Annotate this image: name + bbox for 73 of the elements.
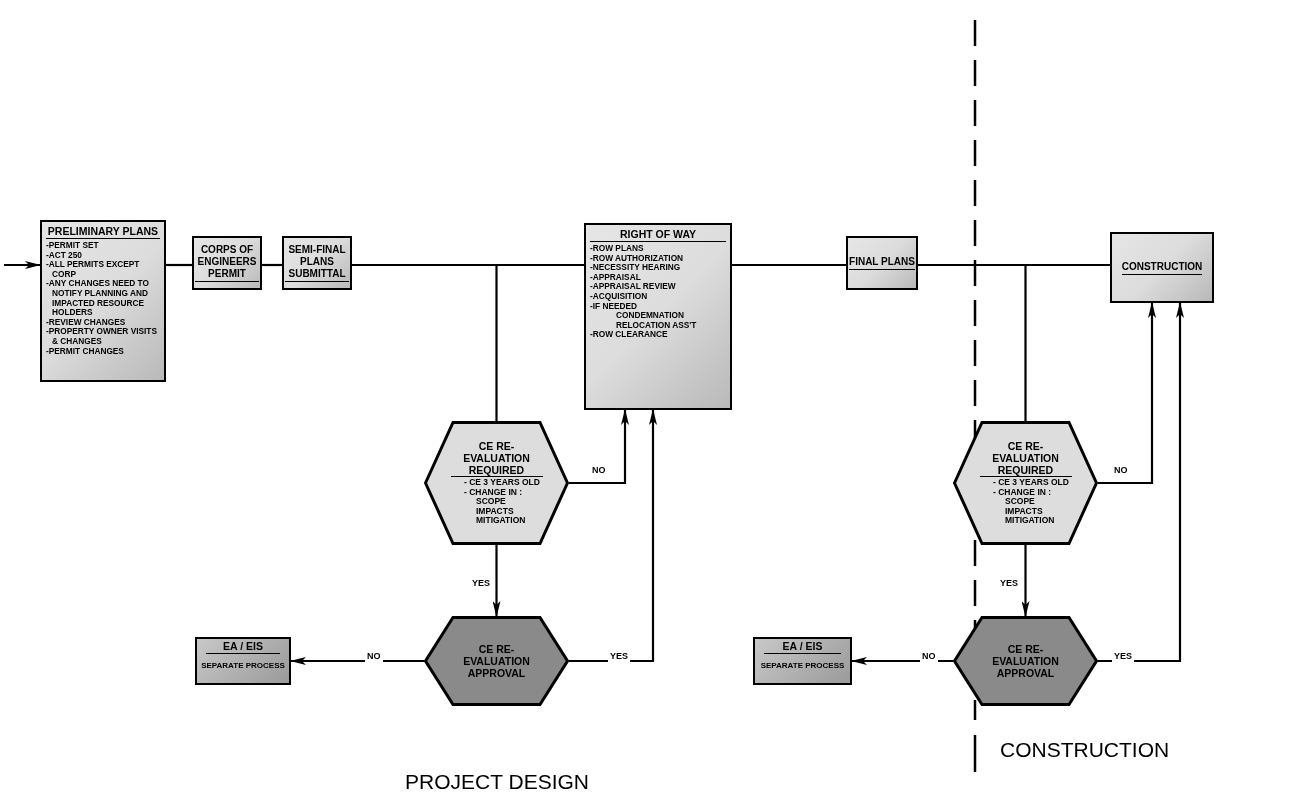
box-heading: RIGHT OF WAY xyxy=(590,228,726,242)
arrow xyxy=(1098,302,1156,485)
condition-item: - CE 3 YEARS OLD xyxy=(993,478,1069,488)
condition-item: - CHANGE IN : xyxy=(993,487,1052,498)
condition-item: SCOPE xyxy=(476,497,506,507)
section-label: PROJECT DESIGN xyxy=(405,770,589,794)
connector-line xyxy=(262,263,282,267)
list-item: -APPRAISAL REVIEW xyxy=(590,282,677,292)
list-item: -PERMIT SET xyxy=(46,241,100,251)
arrow xyxy=(1098,302,1184,663)
list-item: -IF NEEDED xyxy=(590,301,638,312)
edge-label: YES xyxy=(1112,651,1134,662)
decision-title: CE RE-EVALUATION REQUIRED xyxy=(450,440,543,477)
list-item: -ANY CHANGES NEED TO NOTIFY PLANNING AND IMPACTED RESOURCE HOLDERS xyxy=(46,279,150,318)
arrow xyxy=(1021,545,1030,617)
arrow xyxy=(290,657,424,665)
condition-item: - CE 3 YEARS OLD xyxy=(464,478,540,488)
box-title: SEMI-FINAL PLANS SUBMITTAL xyxy=(285,244,349,282)
arrow xyxy=(492,545,501,617)
section-label: CONSTRUCTION xyxy=(1000,738,1170,762)
edge-label: NO xyxy=(1112,465,1130,476)
condition-item: MITIGATION xyxy=(476,516,526,526)
edge-label: YES xyxy=(998,578,1020,589)
process-box xyxy=(753,637,852,685)
list-item: -ALL PERMITS EXCEPT CORP xyxy=(46,260,141,280)
list-item: -REVIEW CHANGES xyxy=(46,317,127,328)
edge-label: NO xyxy=(590,465,608,476)
arrow xyxy=(569,409,629,485)
list-item: -ROW AUTHORIZATION xyxy=(590,253,685,264)
arrow xyxy=(851,657,953,665)
process-box xyxy=(846,236,918,290)
list-item: -ROW PLANS xyxy=(590,244,645,254)
box-subtitle: SEPARATE PROCESS xyxy=(200,659,286,672)
connector-line xyxy=(166,263,192,267)
list-item: -ACT 250 xyxy=(46,250,83,261)
list-item: -PERMIT CHANGES xyxy=(46,346,125,357)
list-item: -PROPERTY OWNER VISITS & CHANGES xyxy=(46,327,158,347)
box-title: FINAL PLANS xyxy=(849,256,915,270)
process-box xyxy=(195,637,291,685)
box-title: EA / EIS xyxy=(764,641,841,654)
box-heading: PRELIMINARY PLANS xyxy=(46,225,160,239)
condition-item: IMPACTS xyxy=(476,506,514,517)
arrow xyxy=(4,261,41,269)
list-item: -NECESSITY HEARING xyxy=(590,263,682,273)
decision-title: CE RE-EVALUATION APPROVAL xyxy=(991,643,1060,679)
list-item: CONDEMNATION xyxy=(615,311,686,321)
process-box xyxy=(192,236,262,290)
box-title: EA / EIS xyxy=(206,641,280,654)
edge-label: NO xyxy=(365,651,383,662)
arrow xyxy=(569,409,657,663)
process-box xyxy=(282,236,352,290)
process-box xyxy=(40,220,166,382)
connector-line xyxy=(732,263,846,267)
condition-item: SCOPE xyxy=(1005,497,1035,507)
list-item: -APPRAISAL xyxy=(590,272,642,283)
process-box xyxy=(1110,232,1214,303)
list-item: -ACQUISITION xyxy=(590,291,649,302)
edge-label: YES xyxy=(608,651,630,662)
box-title: CORPS OF ENGINEERS PERMIT xyxy=(195,244,259,282)
decision-title: CE RE-EVALUATION REQUIRED xyxy=(979,440,1072,477)
box-subtitle: SEPARATE PROCESS xyxy=(759,659,846,672)
connector-line xyxy=(918,263,1027,421)
list-item: -ROW CLEARANCE xyxy=(590,330,669,340)
edge-label: NO xyxy=(920,651,938,662)
list-item: RELOCATION ASS'T xyxy=(615,320,698,331)
process-box xyxy=(584,223,732,410)
condition-item: - CHANGE IN : xyxy=(464,487,523,498)
condition-item: IMPACTS xyxy=(1005,506,1043,517)
connector-line xyxy=(352,263,498,421)
box-title: CONSTRUCTION xyxy=(1121,260,1203,275)
decision-title: CE RE-EVALUATION APPROVAL xyxy=(462,643,531,679)
condition-item: MITIGATION xyxy=(1005,516,1055,526)
edge-label: YES xyxy=(470,578,492,589)
